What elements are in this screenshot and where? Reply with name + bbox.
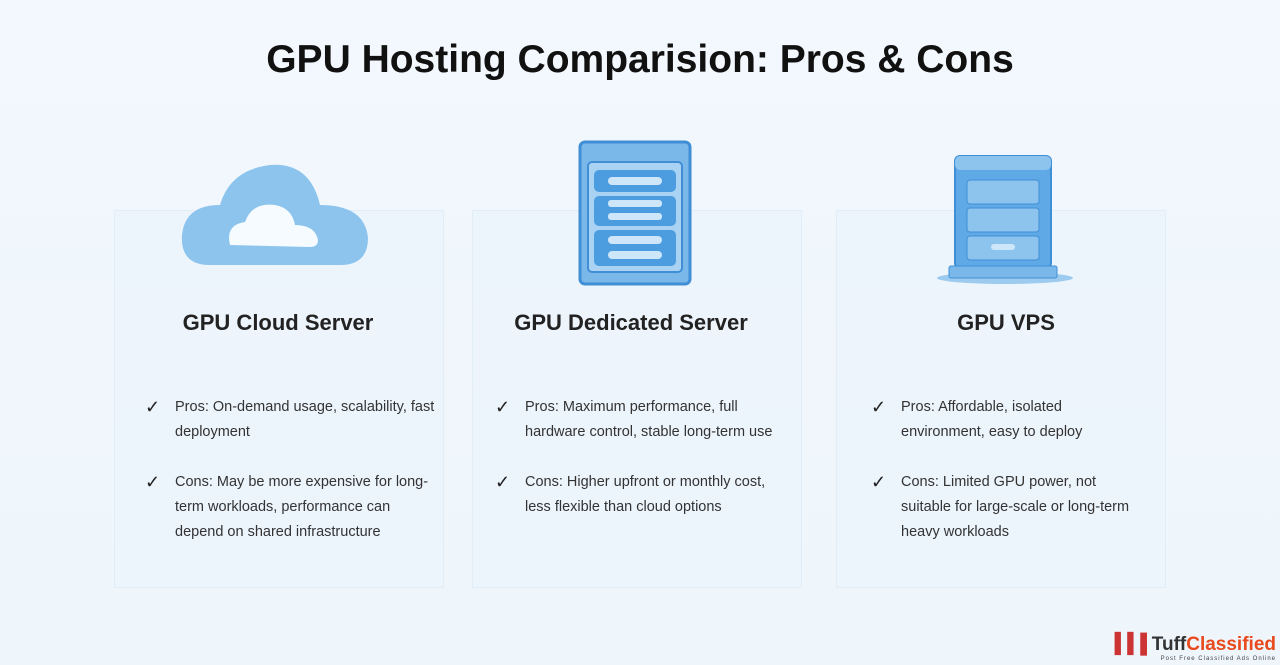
pros-item: ✓ Pros: On-demand usage, scalability, fas… [145,395,435,445]
card-cloud [114,210,444,588]
cons-text: Cons: Limited GPU power, not suitable fo… [901,474,1130,540]
vps-server-icon [937,155,1073,284]
card-title-vps: GPU VPS [957,310,1055,335]
check-icon: ✓ [495,397,511,417]
check-icon: ✓ [871,397,887,417]
pros-text: Pros: On-demand usage, scalability, fast… [175,399,435,440]
check-icon: ✓ [145,472,161,492]
tuffclassified-logo: ▍▍▌TuffClassified Post Free Classified A… [1115,634,1276,662]
check-icon: ✓ [495,472,511,492]
pros-text: Pros: Maximum performance, full hardware… [525,399,773,440]
dedicated-server-icon [578,140,692,286]
logo-text-b: Classified [1186,634,1276,655]
cons-text: Cons: May be more expensive for long-ter… [175,474,429,540]
logo-text-a: Tuff [1151,634,1187,655]
pros-item: ✓ Pros: Affordable, isolated environment,… [871,395,1141,445]
check-icon: ✓ [871,472,887,492]
card-title-dedicated: GPU Dedicated Server [514,310,748,335]
cons-item: ✓ Cons: Limited GPU power, not suitable f… [871,470,1141,545]
cons-item: ✓ Cons: May be more expensive for long-te… [145,470,435,545]
cons-text: Cons: Higher upfront or monthly cost, le… [525,474,766,515]
card-title-cloud: GPU Cloud Server [182,310,374,335]
cloud-icon [181,164,368,265]
check-icon: ✓ [145,397,161,417]
pros-text: Pros: Affordable, isolated environment, … [901,399,1083,440]
pros-item: ✓ Pros: Maximum performance, full hardwar… [495,395,785,445]
logo-tagline: Post Free Classified Ads Online [1160,656,1276,662]
page-title: GPU Hosting Comparision: Pros & Cons [266,38,1014,81]
cons-item: ✓ Cons: Higher upfront or monthly cost, l… [495,470,785,520]
